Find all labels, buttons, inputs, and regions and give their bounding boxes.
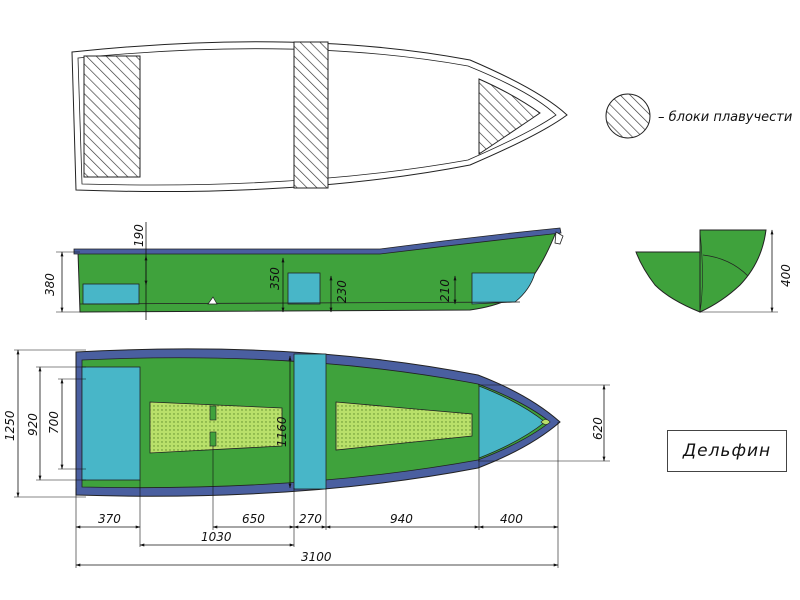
front-view: 400 [635, 229, 793, 313]
dim-920: 920 [26, 413, 40, 436]
dim-650: 650 [242, 512, 265, 526]
side-seat-middle [287, 272, 321, 305]
dim-1250: 1250 [3, 410, 17, 441]
floatation-block-middle [293, 41, 329, 189]
front-curve-2 [699, 231, 703, 313]
boat-title: Дельфин [682, 441, 772, 461]
legend: – блоки плавучести [605, 93, 792, 139]
plan-seat-stern [81, 366, 141, 481]
hatched-circle-icon [605, 93, 651, 139]
dim-400: 400 [779, 264, 793, 287]
floor-panel-aft [149, 401, 283, 454]
dim-370: 370 [98, 512, 121, 526]
front-hull [635, 251, 701, 313]
floor-panel-fore [335, 401, 473, 451]
side-view: 380 190 350 230 210 [43, 222, 564, 320]
side-keel-fin [207, 296, 218, 305]
floatation-block-stern [83, 55, 141, 178]
side-seat-bow [471, 272, 536, 305]
dim-1160: 1160 [275, 416, 289, 447]
plan-seat-middle [293, 353, 327, 490]
dim-270: 270 [299, 512, 322, 526]
legend-label: – блоки плавучести [658, 110, 792, 125]
side-floor-line [79, 301, 521, 305]
front-bow [699, 229, 767, 313]
dim-3100: 3100 [301, 550, 332, 564]
title-box: Дельфин [667, 430, 787, 472]
plan-view: 1250 920 700 1160 620 370 650 270 940 [3, 348, 610, 568]
dim-190: 190 [132, 224, 146, 247]
dim-400-len: 400 [500, 512, 523, 526]
dim-350: 350 [268, 267, 282, 290]
side-gunwale [73, 227, 562, 255]
bow-eye [540, 419, 551, 425]
dim-380: 380 [43, 273, 57, 296]
dim-1030: 1030 [201, 530, 232, 544]
dim-620: 620 [591, 417, 605, 440]
floatation-block-bow [478, 78, 541, 155]
front-curve [702, 254, 749, 277]
side-bow-tip [554, 231, 564, 245]
dim-230: 230 [335, 280, 349, 303]
side-seat-stern [82, 283, 140, 305]
floor-panel-slot [209, 405, 217, 421]
floor-panel-slot [209, 431, 217, 447]
dim-940: 940 [390, 512, 413, 526]
top-outline-view [71, 41, 568, 193]
dim-700: 700 [47, 411, 61, 434]
dim-210: 210 [438, 279, 452, 302]
